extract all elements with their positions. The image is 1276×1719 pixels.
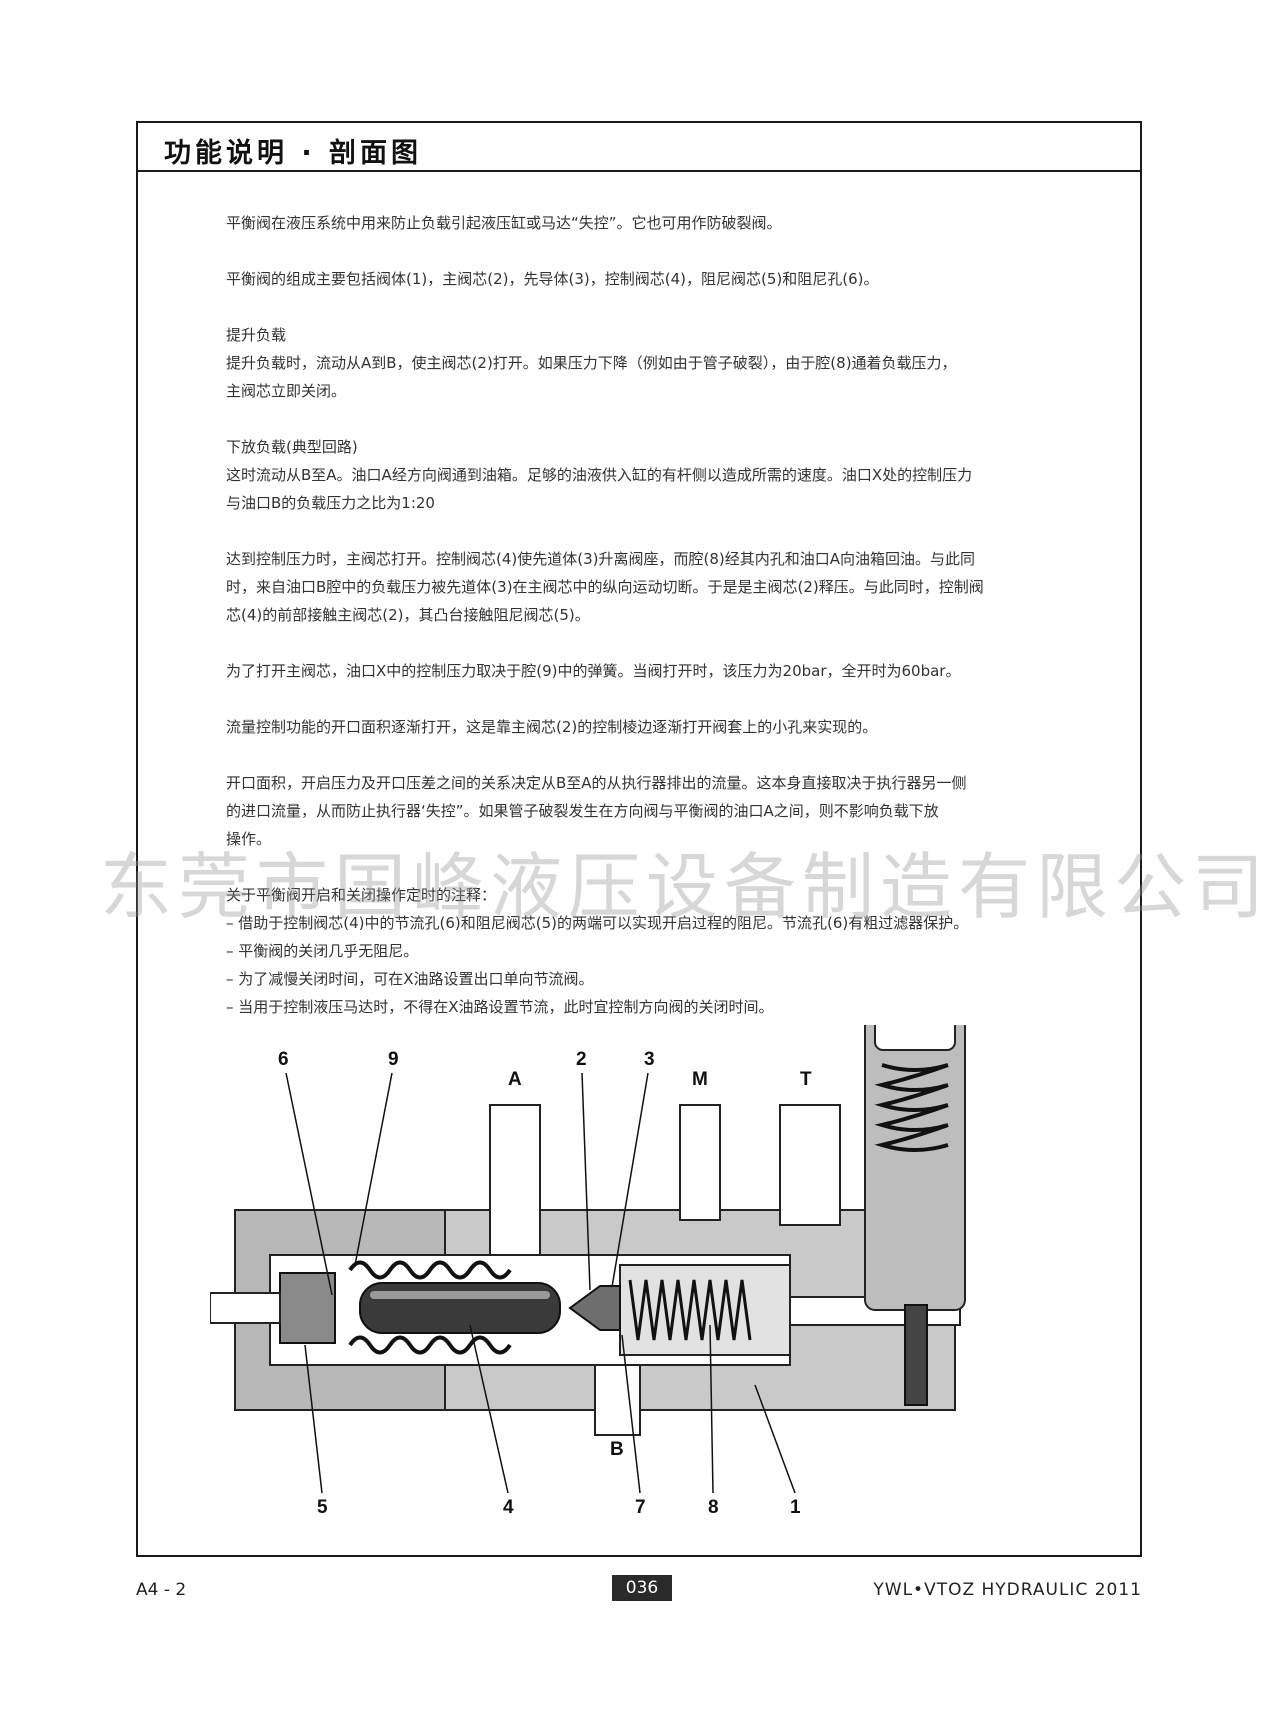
control-spool xyxy=(359,1282,561,1334)
port-x-channel xyxy=(210,1292,281,1324)
pilot-spring xyxy=(628,1279,752,1341)
area-paragraph: 开口面积，开启压力及开口压差之间的关系决定从B至A的从执行器排出的流量。这本身直… xyxy=(226,769,1086,853)
lift-line: 主阀芯立即关闭。 xyxy=(226,382,347,400)
area-line: 操作。 xyxy=(226,830,272,848)
flow-line: 流量控制功能的开口面积逐渐打开，这是靠主阀芯(2)的控制棱边逐渐打开阀套上的小孔… xyxy=(226,718,878,736)
port-label-t: T xyxy=(800,1069,812,1090)
pilot-housing-spring xyxy=(874,1063,949,1152)
notes-list: – 借助于控制阀芯(4)中的节流孔(6)和阻尼阀芯(5)的两端可以实现开启过程的… xyxy=(226,909,1086,1021)
valve-cross-section-diagram: A M T B X 6 9 2 3 5 4 7 8 1 xyxy=(210,1025,966,1518)
intro-paragraph: 平衡阀在液压系统中用来防止负载引起液压缸或马达“失控”。它也可用作防破裂阀。 xyxy=(226,209,1086,237)
note-item: – 平衡阀的关闭几乎无阻尼。 xyxy=(226,942,419,960)
callout-line-3 xyxy=(611,1072,649,1288)
lift-section: 提升负载 提升负载时，流动从A到B，使主阀芯(2)打开。如果压力下降（例如由于管… xyxy=(226,321,1086,405)
port-m-channel xyxy=(679,1104,721,1221)
control-line: 时，来自油口B腔中的负载压力被先道体(3)在主阀芯中的纵向运动切断。于是是主阀芯… xyxy=(226,578,984,596)
notes-heading: 关于平衡阀开启和关闭操作定时的注释： xyxy=(226,886,497,904)
note-item: – 当用于控制液压马达时，不得在X油路设置节流，此时宜控制方向阀的关闭时间。 xyxy=(226,998,774,1016)
callout-3: 3 xyxy=(644,1049,655,1070)
callout-4: 4 xyxy=(503,1497,514,1518)
lift-heading: 提升负载 xyxy=(226,326,287,344)
note-item: – 借助于控制阀芯(4)中的节流孔(6)和阻尼阀芯(5)的两端可以实现开启过程的… xyxy=(226,914,969,932)
callout-9: 9 xyxy=(388,1049,399,1070)
callout-line-9 xyxy=(354,1072,393,1266)
lower-heading: 下放负载(典型回路) xyxy=(226,438,358,456)
pilot-housing xyxy=(864,1025,966,1311)
spring-line: 为了打开主阀芯，油口X中的控制压力取决于腔(9)中的弹簧。当阀打开时，该压力为2… xyxy=(226,662,961,680)
area-line: 的进口流量，从而防止执行器‘失控”。如果管子破裂发生在方向阀与平衡阀的油口A之间… xyxy=(226,802,939,820)
footer-brand: YWL•VTOZ HYDRAULIC 2011 xyxy=(873,1580,1142,1600)
components-paragraph: 平衡阀的组成主要包括阀体(1)，主阀芯(2)，先导体(3)，控制阀芯(4)，阻尼… xyxy=(226,265,1086,293)
damping-spool xyxy=(279,1272,336,1344)
flow-paragraph: 流量控制功能的开口面积逐渐打开，这是靠主阀芯(2)的控制棱边逐渐打开阀套上的小孔… xyxy=(226,713,1086,741)
footer-section-code: A4 - 2 xyxy=(136,1580,187,1600)
body-text: 平衡阀在液压系统中用来防止负载引起液压缸或马达“失控”。它也可用作防破裂阀。 平… xyxy=(226,209,1086,1049)
port-label-a: A xyxy=(508,1069,522,1090)
note-item: – 为了减慢关闭时间，可在X油路设置出口单向节流阀。 xyxy=(226,970,594,988)
port-label-b: B xyxy=(610,1439,624,1460)
pilot-housing-stem xyxy=(904,1304,928,1406)
callout-line-7 xyxy=(621,1334,641,1494)
callout-2: 2 xyxy=(576,1049,587,1070)
page-title: 功能说明 · 剖面图 xyxy=(164,138,423,169)
callout-line-6 xyxy=(285,1072,333,1296)
pilot-housing-cap xyxy=(874,1025,956,1051)
lower-line: 与油口B的负载压力之比为1:20 xyxy=(226,494,435,512)
lower-line: 这时流动从B至A。油口A经方向阀通到油箱。足够的油液供入缸的有杆侧以造成所需的速… xyxy=(226,466,973,484)
lift-line: 提升负载时，流动从A到B，使主阀芯(2)打开。如果压力下降（例如由于管子破裂），… xyxy=(226,354,957,372)
spring-paragraph: 为了打开主阀芯，油口X中的控制压力取决于腔(9)中的弹簧。当阀打开时，该压力为2… xyxy=(226,657,1086,685)
notes-section: 关于平衡阀开启和关闭操作定时的注释： – 借助于控制阀芯(4)中的节流孔(6)和… xyxy=(226,881,1086,1021)
port-a-channel xyxy=(489,1104,541,1256)
control-paragraph: 达到控制压力时，主阀芯打开。控制阀芯(4)使先道体(3)升离阀座，而腔(8)经其… xyxy=(226,545,1086,629)
damping-spring-lower xyxy=(348,1335,512,1355)
area-line: 开口面积，开启压力及开口压差之间的关系决定从B至A的从执行器排出的流量。这本身直… xyxy=(226,774,967,792)
control-line: 芯(4)的前部接触主阀芯(2)，其凸台接触阻尼阀芯(5)。 xyxy=(226,606,590,624)
port-label-m: M xyxy=(692,1069,708,1090)
control-line: 达到控制压力时，主阀芯打开。控制阀芯(4)使先道体(3)升离阀座，而腔(8)经其… xyxy=(226,550,976,568)
footer-page-number: 036 xyxy=(612,1575,672,1601)
callout-8: 8 xyxy=(708,1497,719,1518)
callout-1: 1 xyxy=(790,1497,801,1518)
control-spool-highlight xyxy=(370,1291,550,1299)
callout-line-8 xyxy=(709,1324,714,1494)
damping-spring xyxy=(348,1260,512,1280)
intro-line: 平衡阀在液压系统中用来防止负载引起液压缸或马达“失控”。它也可用作防破裂阀。 xyxy=(226,214,782,232)
callout-5: 5 xyxy=(317,1497,328,1518)
callout-line-4 xyxy=(469,1324,509,1494)
main-spool-cone xyxy=(568,1285,621,1331)
header-bar: 功能说明 · 剖面图 xyxy=(138,123,1140,172)
components-line: 平衡阀的组成主要包括阀体(1)，主阀芯(2)，先导体(3)，控制阀芯(4)，阻尼… xyxy=(226,270,879,288)
callout-line-1 xyxy=(754,1384,796,1494)
lower-section: 下放负载(典型回路) 这时流动从B至A。油口A经方向阀通到油箱。足够的油液供入缸… xyxy=(226,433,1086,517)
port-t-channel xyxy=(779,1104,841,1226)
port-b-channel xyxy=(594,1364,641,1436)
callout-7: 7 xyxy=(635,1497,646,1518)
page-frame: 功能说明 · 剖面图 平衡阀在液压系统中用来防止负载引起液压缸或马达“失控”。它… xyxy=(136,121,1142,1557)
callout-6: 6 xyxy=(278,1049,289,1070)
callout-line-2 xyxy=(581,1072,591,1291)
callout-line-5 xyxy=(304,1344,323,1494)
